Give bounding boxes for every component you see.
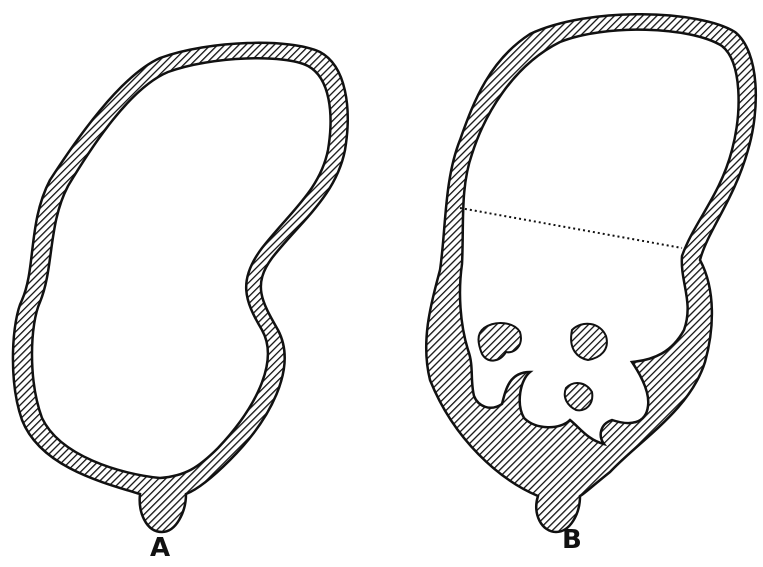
- panel-b-chamber: [479, 323, 521, 361]
- panel-b-dotted-line: [460, 208, 682, 248]
- panel-b-label: B: [562, 525, 582, 555]
- panel-b-chamber: [571, 324, 607, 360]
- panel-a-outline: [13, 43, 348, 532]
- panel-a-wall: [13, 43, 348, 532]
- panel-b-chamber: [565, 383, 593, 410]
- panel-b-outline: [426, 14, 756, 532]
- panel-a-label: A: [150, 533, 170, 563]
- panel-b-wall: [426, 14, 756, 532]
